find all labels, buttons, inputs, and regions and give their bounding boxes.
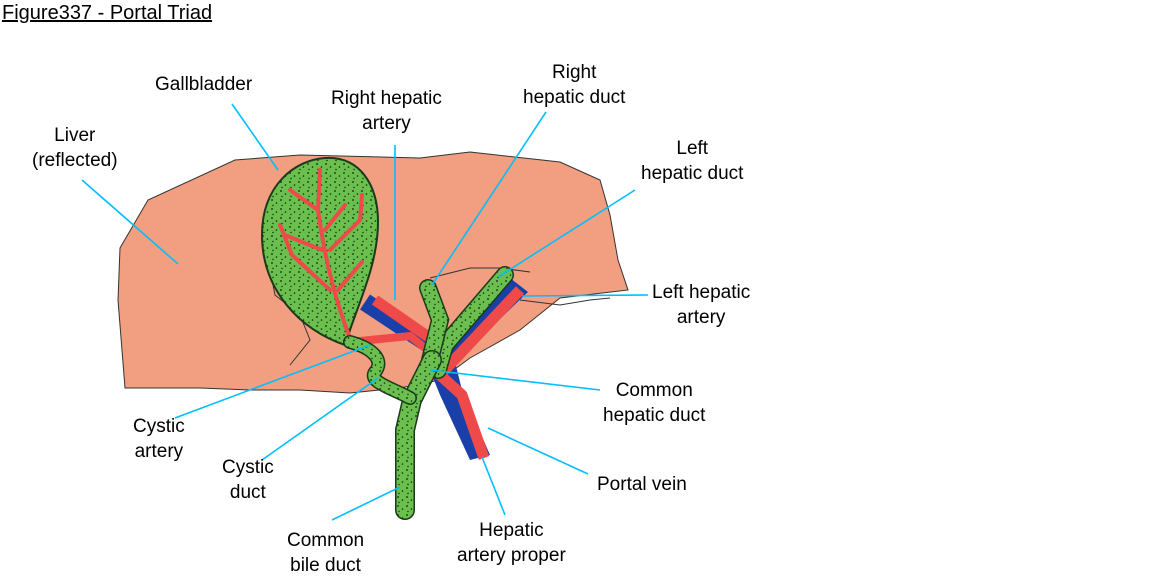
right-hepatic-duct-fill: [420, 280, 448, 368]
label-portal-vein: Portal vein: [597, 474, 687, 495]
label-cystic-duct: Cystic duct: [222, 457, 274, 503]
label-left-hepatic-artery: Left hepatic artery: [652, 282, 751, 328]
label-left-hepatic-duct: Left hepatic duct: [641, 138, 744, 184]
portal-vein-shape: [428, 278, 528, 460]
cystic-artery-branches: [278, 168, 364, 340]
label-common-hepatic-duct: Common hepatic duct: [603, 380, 706, 426]
figure-title: Figure337 - Portal Triad: [2, 2, 213, 24]
gallbladder-shape: [260, 156, 380, 347]
label-liver: Liver (reflected): [32, 125, 118, 171]
common-bile-duct-fill: [396, 351, 441, 519]
left-hepatic-artery-shape: [434, 286, 525, 460]
cystic-artery-shape: [349, 331, 428, 352]
label-gallbladder: Gallbladder: [155, 74, 253, 95]
cystic-duct-fill: [344, 336, 416, 404]
label-cystic-artery: Cystic artery: [133, 416, 185, 462]
label-hepatic-artery-proper: Hepatic artery proper: [457, 520, 566, 566]
leader-lines: [81, 103, 649, 521]
liver-shape: [117, 151, 629, 394]
portal-vein-right-branch: [360, 294, 435, 353]
label-right-hepatic-artery: Right hepatic artery: [331, 88, 442, 134]
label-right-hepatic-duct: Right hepatic duct: [523, 62, 626, 108]
